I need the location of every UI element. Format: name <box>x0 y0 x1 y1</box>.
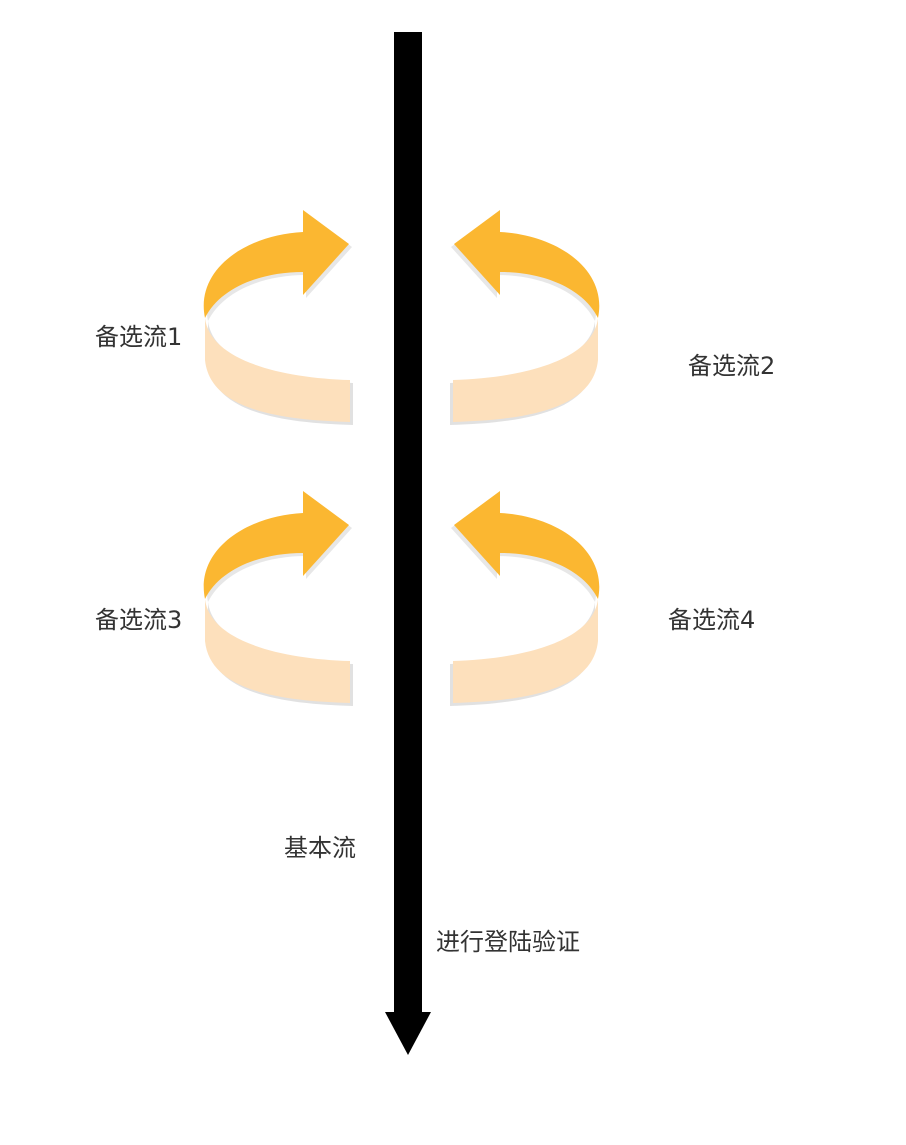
basic-flow-arrowhead <box>385 1012 431 1055</box>
alt-flow-4-label: 备选流4 <box>668 606 756 634</box>
alt-flow-3-label: 备选流3 <box>95 606 183 634</box>
basic-flow-shaft <box>394 32 422 1020</box>
basic-flow-label: 基本流 <box>284 834 356 862</box>
alt-flow-4-loop-arrow <box>450 491 600 706</box>
login-verification-step-label: 进行登陆验证 <box>436 928 580 956</box>
basic-flow-arrow <box>385 32 431 1055</box>
alt-flow-2-loop-arrow <box>450 210 600 425</box>
alt-flow-2-label: 备选流2 <box>688 352 776 380</box>
alt-flow-1-label: 备选流1 <box>95 323 183 351</box>
alt-flow-3-loop-arrow <box>203 491 353 706</box>
alt-flow-1-loop-arrow <box>203 210 353 425</box>
